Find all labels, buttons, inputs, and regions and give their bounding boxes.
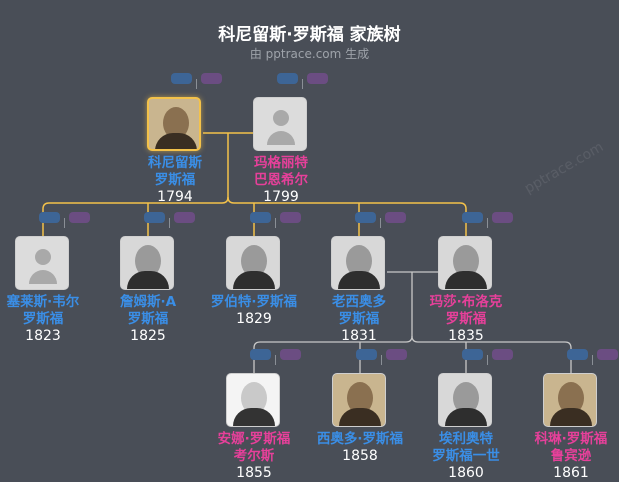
person-card[interactable]	[120, 236, 174, 290]
person-card[interactable]	[332, 373, 386, 427]
person-name-line2: 鲁宾逊	[550, 448, 592, 464]
person-birth-year: 1835	[448, 328, 484, 344]
person-name: 安娜·罗斯福	[217, 431, 291, 447]
father-button[interactable]	[144, 212, 165, 223]
father-button[interactable]	[567, 349, 588, 360]
mother-button[interactable]	[492, 349, 513, 360]
person-birth-year: 1858	[342, 448, 378, 464]
mother-button[interactable]	[280, 212, 301, 223]
person-birth-year: 1825	[130, 328, 166, 344]
mother-button[interactable]	[385, 212, 406, 223]
person-name-line2: 罗斯福一世	[432, 448, 500, 464]
button-connector	[275, 355, 276, 365]
person-card[interactable]	[438, 373, 492, 427]
person-card[interactable]	[226, 236, 280, 290]
button-connector	[302, 79, 303, 89]
button-connector	[487, 355, 488, 365]
person-name: 玛莎·布洛克	[429, 294, 503, 310]
person-card[interactable]	[226, 373, 280, 427]
person-birth-year: 1855	[236, 465, 272, 481]
button-connector	[275, 218, 276, 228]
mother-button[interactable]	[492, 212, 513, 223]
person-name: 詹姆斯·A	[119, 294, 177, 310]
button-connector	[487, 218, 488, 228]
mother-button[interactable]	[69, 212, 90, 223]
person-name-line2: 罗斯福	[127, 311, 169, 327]
button-connector	[381, 355, 382, 365]
button-connector	[196, 79, 197, 89]
mother-button[interactable]	[307, 73, 328, 84]
person-birth-year: 1861	[553, 465, 589, 481]
person-birth-year: 1799	[263, 189, 299, 205]
father-button[interactable]	[462, 349, 483, 360]
father-button[interactable]	[171, 73, 192, 84]
father-button[interactable]	[355, 212, 376, 223]
button-connector	[380, 218, 381, 228]
mother-button[interactable]	[280, 349, 301, 360]
person-name: 科尼留斯	[148, 155, 202, 171]
person-birth-year: 1829	[236, 311, 272, 327]
person-birth-year: 1823	[25, 328, 61, 344]
father-button[interactable]	[277, 73, 298, 84]
person-birth-year: 1794	[157, 189, 193, 205]
person-card[interactable]	[543, 373, 597, 427]
person-birth-year: 1860	[448, 465, 484, 481]
button-connector	[64, 218, 65, 228]
person-name-line2: 巴恩希尔	[254, 172, 308, 188]
person-birth-year: 1831	[341, 328, 377, 344]
person-card[interactable]	[15, 236, 69, 290]
page-title: 科尼留斯·罗斯福 家族树	[218, 25, 401, 45]
button-connector	[169, 218, 170, 228]
person-name: 塞莱斯·韦尔	[6, 294, 80, 310]
person-name: 西奥多·罗斯福	[316, 431, 404, 447]
person-name: 玛格丽特	[254, 155, 308, 171]
father-button[interactable]	[250, 349, 271, 360]
person-card[interactable]	[331, 236, 385, 290]
father-button[interactable]	[462, 212, 483, 223]
person-name-line2: 罗斯福	[22, 311, 64, 327]
person-card[interactable]	[147, 97, 201, 151]
person-name: 埃利奥特	[439, 431, 493, 447]
mother-button[interactable]	[201, 73, 222, 84]
page-subtitle: 由 pptrace.com 生成	[249, 47, 370, 61]
person-name-line2: 罗斯福	[445, 311, 487, 327]
person-name-line2: 罗斯福	[338, 311, 380, 327]
person-name-line2: 考尔斯	[233, 448, 275, 464]
button-connector	[592, 355, 593, 365]
person-name: 罗伯特·罗斯福	[210, 294, 298, 310]
father-button[interactable]	[356, 349, 377, 360]
person-name-line2: 罗斯福	[154, 172, 196, 188]
person-card[interactable]	[253, 97, 307, 151]
father-button[interactable]	[250, 212, 271, 223]
descent-line-gen1-right	[227, 196, 467, 236]
father-button[interactable]	[39, 212, 60, 223]
person-name: 科琳·罗斯福	[534, 431, 608, 447]
mother-button[interactable]	[597, 349, 618, 360]
person-card[interactable]	[438, 236, 492, 290]
person-name: 老西奥多	[332, 294, 386, 310]
mother-button[interactable]	[174, 212, 195, 223]
mother-button[interactable]	[386, 349, 407, 360]
